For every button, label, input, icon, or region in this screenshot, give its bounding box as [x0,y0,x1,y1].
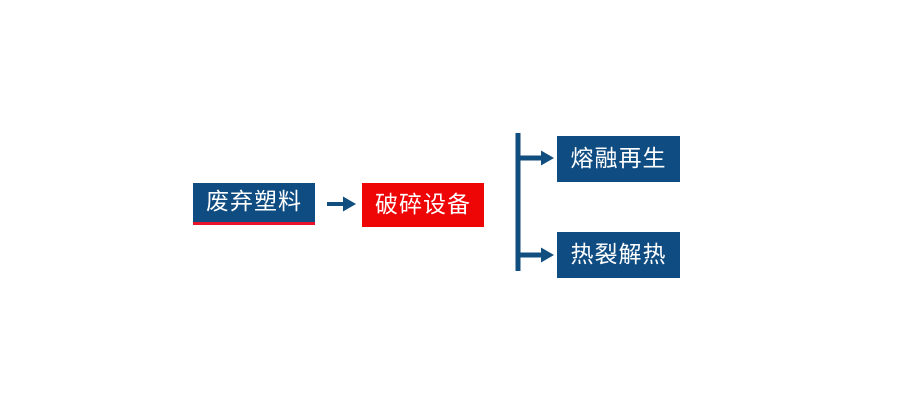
node-crusher-label: 破碎设备 [375,191,471,218]
node-melt-regen-label: 熔融再生 [570,145,667,172]
node-melt-regen[interactable]: 熔融再生 [557,136,680,182]
node-waste-plastic-label: 废弃塑料 [206,189,302,215]
node-pyrolysis-label: 热裂解热 [570,241,667,268]
node-pyrolysis[interactable]: 热裂解热 [557,232,680,278]
arrow-right-icon [326,190,358,218]
node-waste-plastic[interactable]: 废弃塑料 [193,183,315,225]
node-crusher[interactable]: 破碎设备 [362,183,484,227]
branch-bracket-icon [508,128,560,276]
